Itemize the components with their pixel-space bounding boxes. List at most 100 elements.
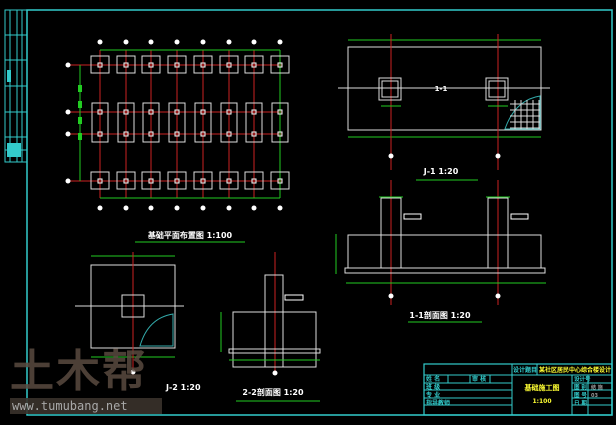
axis-bubble [272,370,278,376]
column [277,62,283,68]
axis-bubble [277,205,283,211]
title-right-value: 结 施 [591,384,603,391]
footing-j2 [167,55,187,74]
j2-title: J-2 1:20 [165,383,201,392]
footing-j2 [141,55,161,74]
axis-bubble [200,39,206,45]
drawing-name: 基础施工图 [524,383,560,392]
title-row-label: 班 级 [426,383,440,391]
column [200,62,206,68]
column [277,109,283,115]
footing-j2 [90,55,110,74]
axis-bubble [123,39,129,45]
column [200,109,206,115]
axis-bubble [200,205,206,211]
axis-bubble [123,205,129,211]
axis-bubble [65,131,71,137]
sec22-title: 2-2剖面图 1:20 [242,387,304,397]
axis-bubble [226,205,232,211]
axis-bubble [251,39,257,45]
column [97,62,103,68]
footing-j1 [220,102,238,143]
axis-bubble [226,39,232,45]
column [174,109,180,115]
title-right-label: 设计号 [574,375,591,383]
drawing-scale: 1:100 [532,398,551,405]
column [123,131,129,137]
footing-j2 [244,55,264,74]
title-right-value: 03 [591,393,598,399]
axis-bubble [148,39,154,45]
section-label: 1-1 [435,85,448,93]
callout [510,213,529,220]
column [148,131,154,137]
column [123,109,129,115]
plan-title: 基础平面布置图 1:100 [147,230,233,240]
foundation-beam [347,234,542,269]
column [97,131,103,137]
rebar-hatch [139,313,174,347]
axis-bubble [495,153,501,159]
column [174,62,180,68]
design-topic-label: 设计题目 [513,366,537,374]
footing-j1 [168,102,186,143]
column [123,62,129,68]
footing-j2 [270,171,290,190]
footing-j2 [141,171,161,190]
callout [403,213,422,220]
title-right-label: 图 别 [574,383,587,391]
sec11-title: 1-1剖面图 1:20 [409,310,471,320]
column [226,62,232,68]
dimension-text [78,85,82,92]
column-inner [381,80,399,98]
column [251,62,257,68]
column [277,178,283,184]
footing-j2 [244,171,264,190]
title-row-label: 姓 名 [425,375,440,383]
footing-j2 [167,171,187,190]
axis-bubble [130,369,136,375]
title-row-label: 指导教师 [426,399,450,407]
column [97,109,103,115]
footing-j2 [90,171,110,190]
footing-j1 [194,102,212,143]
axis-bubble [65,109,71,115]
footing-j2 [219,55,239,74]
column [226,131,232,137]
foundation-base [228,348,321,354]
column [226,178,232,184]
axis-bubble [174,205,180,211]
column [251,178,257,184]
footing-j2 [270,55,290,74]
review-label: 审 核 [472,375,486,383]
axis-bubble [174,39,180,45]
callout [284,294,304,301]
footing-j2 [116,171,136,190]
column-outline [378,77,402,101]
column [97,178,103,184]
footing-j2 [116,55,136,74]
column [226,109,232,115]
footing-j1 [142,102,160,143]
j1-title: J-1 1:20 [423,167,459,176]
column [148,178,154,184]
column [148,109,154,115]
footing-j2 [219,171,239,190]
footing-j1 [245,102,263,143]
column [277,131,283,137]
column [123,178,129,184]
left-strip-text [7,70,11,82]
footing-j2 [193,171,213,190]
watermark-logo: 土木帮 [10,346,148,397]
watermark-url: www.tumubang.net [10,398,162,414]
axis-bubble [148,205,154,211]
column [148,62,154,68]
design-topic: 某社区居民中心综合楼设计 [539,366,611,374]
column [174,131,180,137]
foundation-base [344,267,546,274]
drawing-frame [26,9,613,416]
dimension-text [78,117,82,124]
rebar-hatch [504,95,541,130]
axis-bubble [388,293,394,299]
